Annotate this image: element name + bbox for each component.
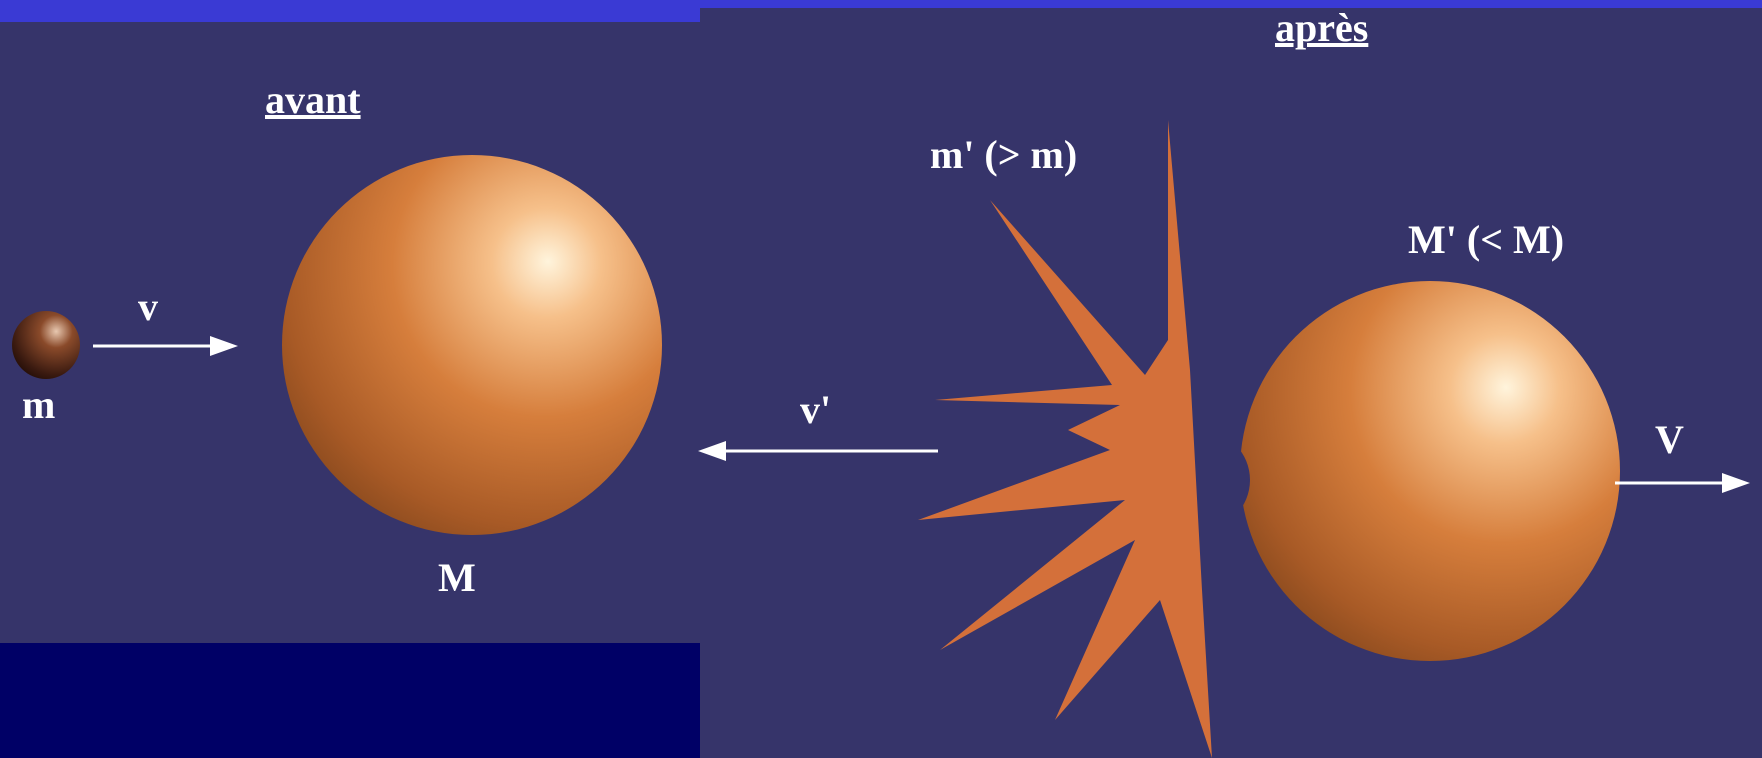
small-mass-sphere xyxy=(12,311,80,379)
large-mass-label: M xyxy=(438,555,476,600)
top-band-left xyxy=(0,0,700,22)
after-title: après xyxy=(1275,5,1369,50)
ejecta-label: m' (> m) xyxy=(930,132,1078,177)
remnant-label: M' (< M) xyxy=(1408,217,1565,262)
ejecta-velocity-label: v' xyxy=(800,387,832,432)
before-title: avant xyxy=(265,77,361,122)
velocity-arrow xyxy=(93,336,238,356)
velocity-label: v xyxy=(138,284,158,329)
remnant-velocity-label: V xyxy=(1655,417,1684,462)
top-band-right xyxy=(700,0,1762,8)
remnant-velocity-arrow xyxy=(1615,473,1750,493)
bottom-band xyxy=(0,643,700,758)
large-mass-sphere xyxy=(282,155,662,535)
small-mass-label: m xyxy=(22,382,56,427)
ejecta-velocity-arrow xyxy=(698,441,938,461)
remnant-sphere xyxy=(1240,281,1620,661)
ejecta-burst xyxy=(918,120,1212,758)
